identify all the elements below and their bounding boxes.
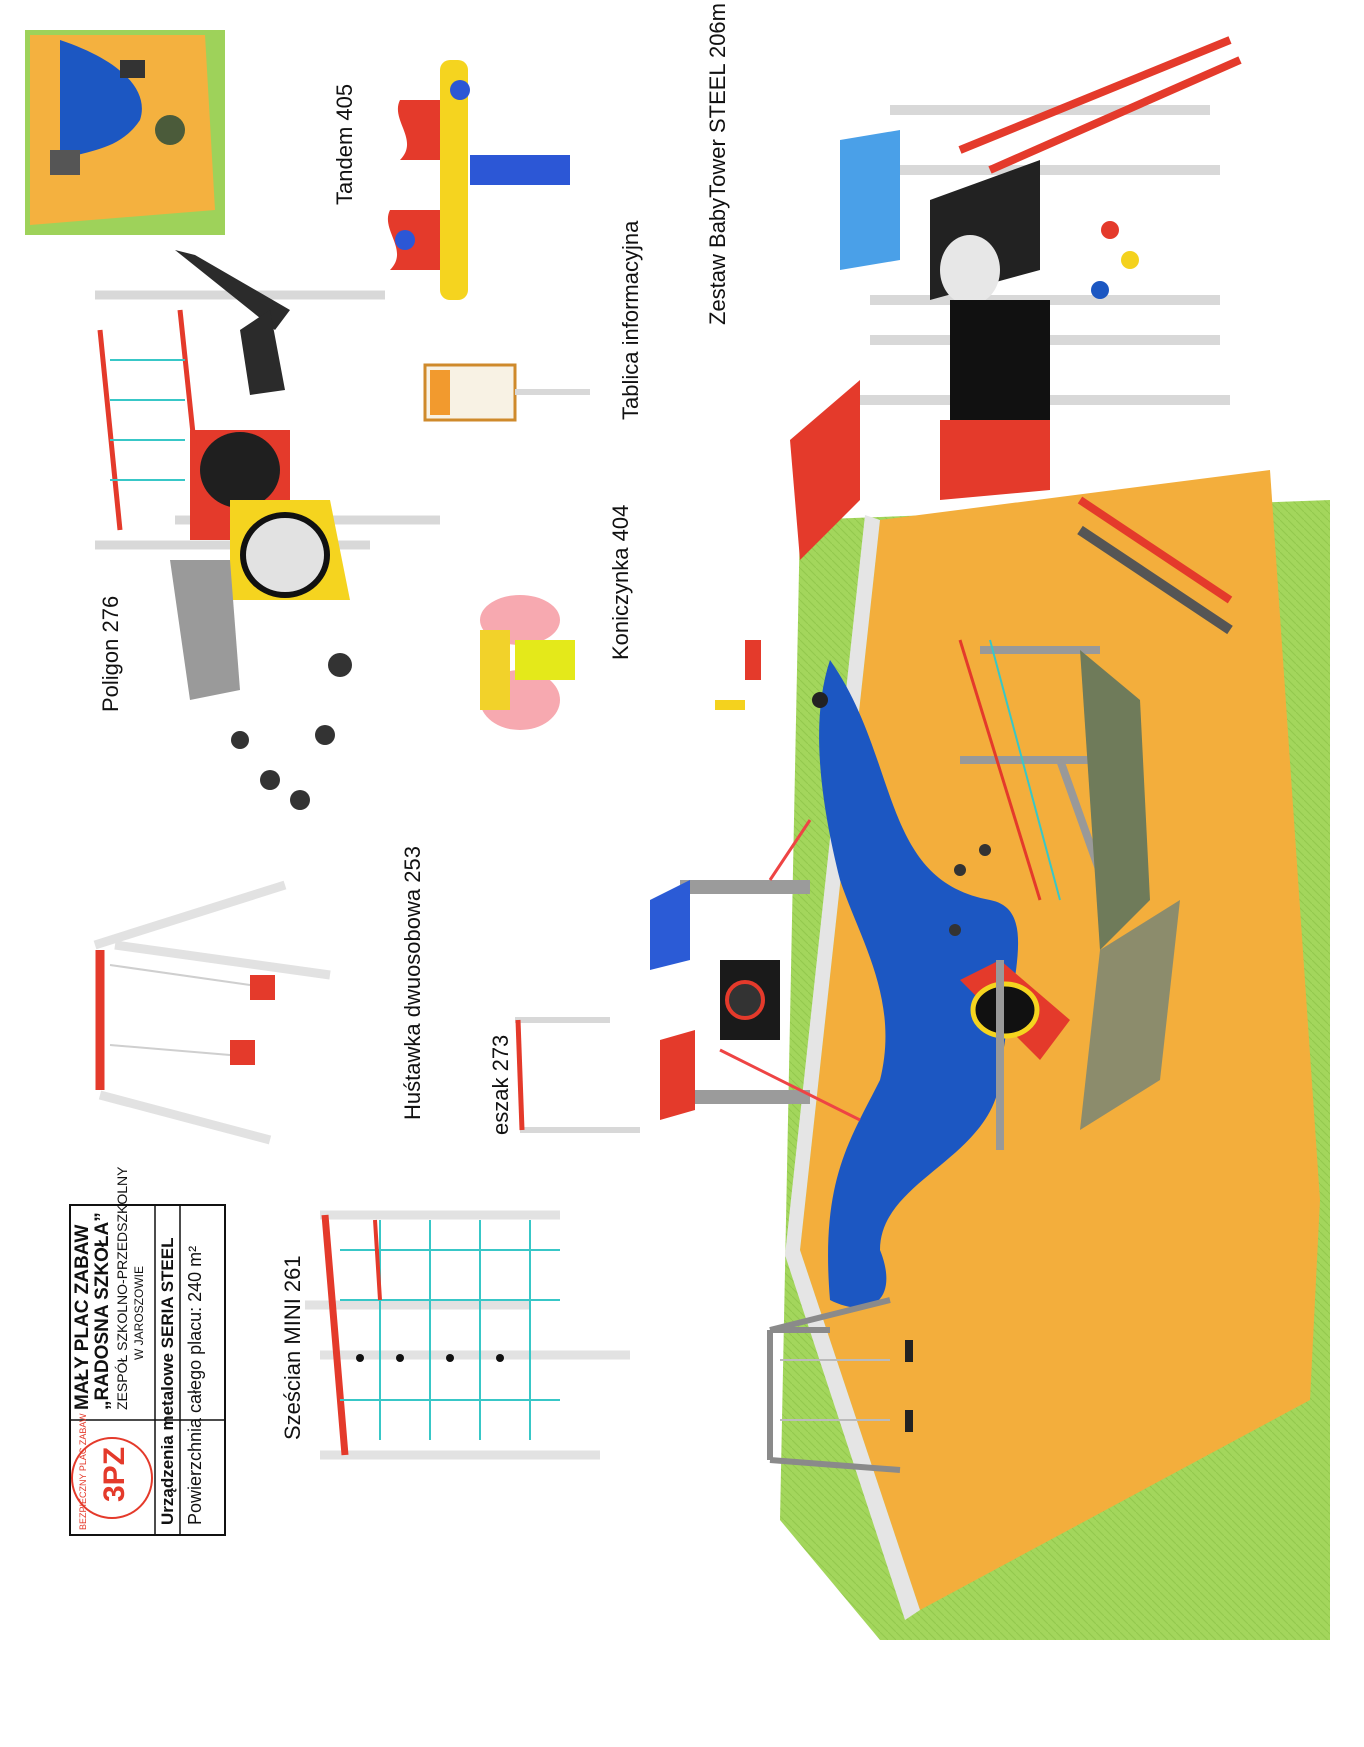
poligon-render	[95, 250, 440, 810]
overview-swing-seat	[905, 1340, 913, 1362]
overview-tower	[650, 819, 861, 1122]
label-szescian: Sześcian MINI 261	[280, 1255, 305, 1440]
label-drazek: eszak 273	[488, 1034, 513, 1135]
logo-text: BEZPIECZNY PLAC ZABAW	[78, 1413, 88, 1530]
overview-rockers	[715, 640, 991, 936]
surface-edge	[785, 515, 920, 1620]
svg-text:3PZ: 3PZ	[98, 1447, 131, 1502]
label-hustawka: Huśtawka dwuosobowa 253	[400, 846, 425, 1120]
drazek-render	[515, 1017, 640, 1133]
info-area: Powierzchnia całego placu: 240 m²	[185, 1245, 205, 1525]
site-map	[25, 30, 225, 235]
info-box-frame	[69, 1204, 226, 1536]
label-koniczynka: Koniczynka 404	[608, 504, 633, 660]
info-school-2: W JAROSZOWIE	[132, 1266, 146, 1360]
playground-overview	[650, 36, 1330, 1640]
tandem-render	[387, 60, 570, 300]
babytower-render	[790, 36, 1242, 635]
label-tablica: Tablica informacyjna	[618, 220, 643, 420]
info-title-2: „RADOSNA SZKOŁA”	[92, 1212, 113, 1410]
logo-mark: 3PZ	[71, 1437, 153, 1519]
label-tandem: Tandem 405	[332, 83, 357, 205]
surface-orange	[800, 470, 1320, 1610]
label-babytower: Zestaw BabyTower STEEL 206m	[705, 3, 730, 325]
info-title-1: MAŁY PLAC ZABAW	[72, 1224, 93, 1410]
surface-blue-path	[819, 660, 1019, 1308]
tablica-render	[423, 363, 590, 422]
overview-swing-seat	[905, 1410, 913, 1432]
overview-poligon	[958, 639, 1180, 1150]
koniczynka-render	[480, 595, 575, 730]
label-poligon: Poligon 276	[98, 595, 123, 712]
szescian-render	[305, 1210, 630, 1460]
swing-render	[93, 880, 331, 1145]
info-school-1: ZESPÓŁ SZKOLNO-PRZEDSZKOLNY	[114, 1166, 130, 1411]
overview-swing	[767, 1297, 901, 1473]
info-series: Urządzenia metalowe SERIA STEEL	[158, 1237, 177, 1526]
